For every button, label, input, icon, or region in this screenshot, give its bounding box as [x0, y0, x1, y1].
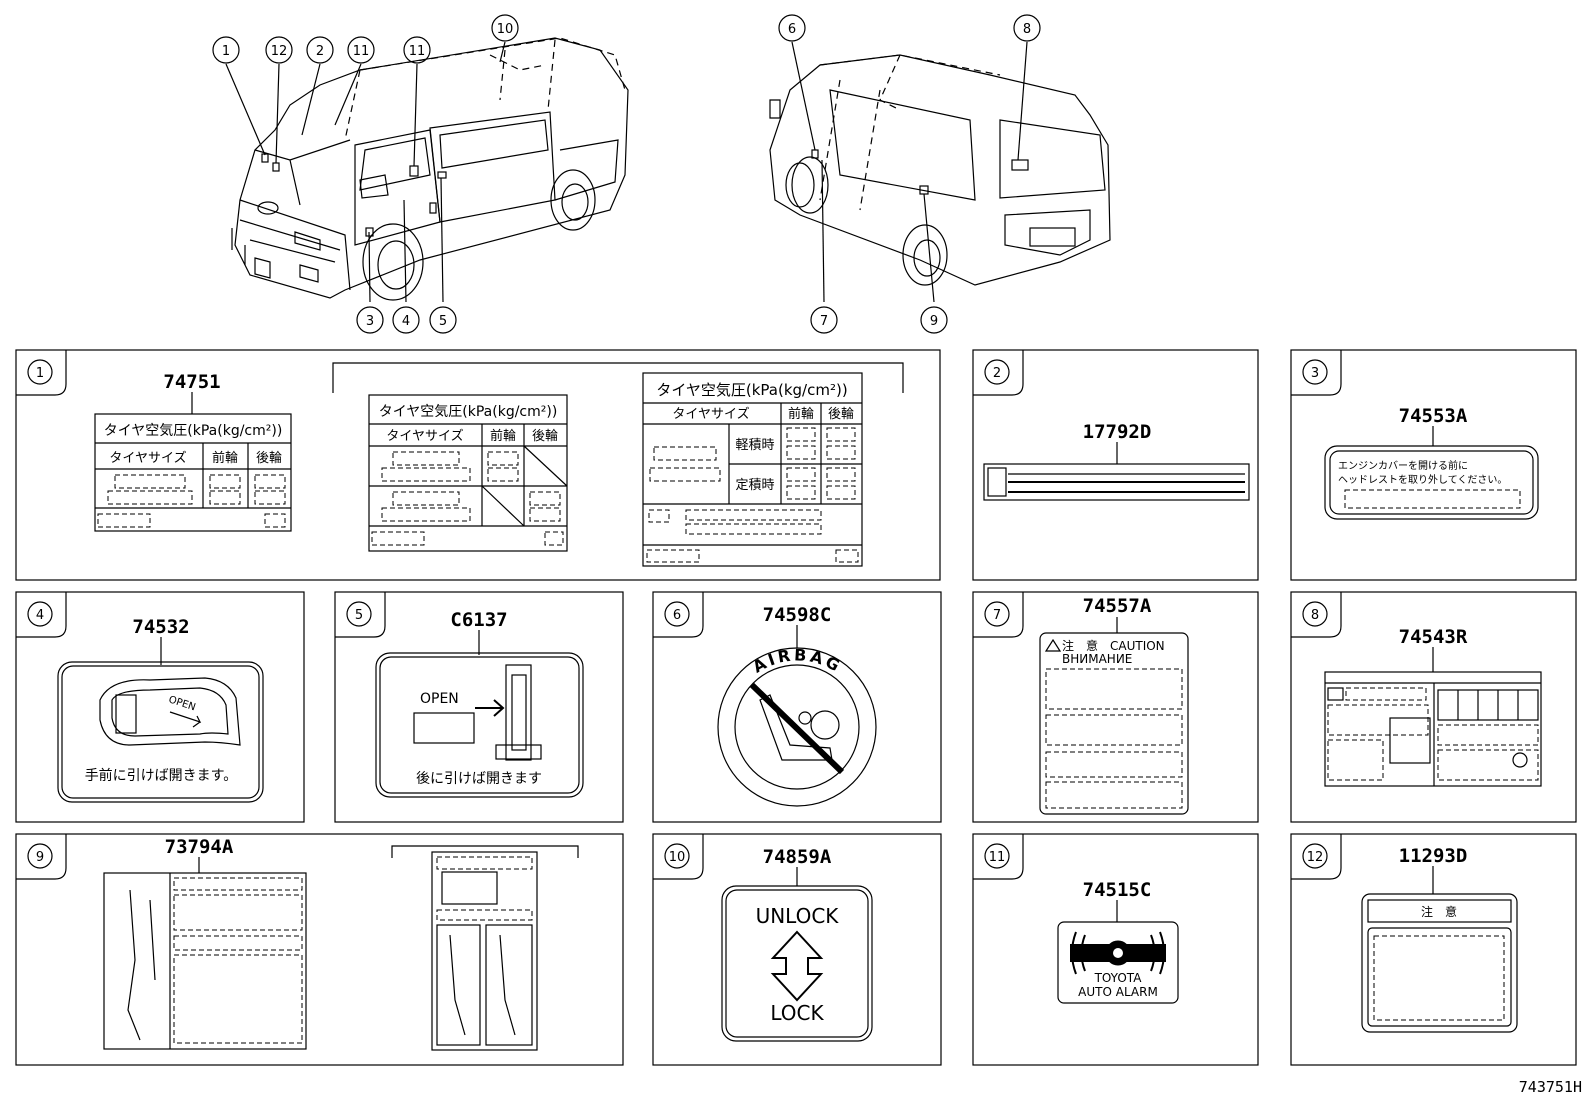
- label-4-caption: 手前に引けば開きます。: [85, 767, 238, 784]
- label-74543R: [1324, 647, 1542, 787]
- label-7-caution-line1: 注 意 CAUTION: [1062, 638, 1165, 653]
- tire-label-small-col-front: 前輪: [212, 450, 238, 466]
- tire-pressure-labels: タイヤ空気圧(kPa(kg/cm²)) タイヤサイズ 前輪 後輪 タイヤ空気圧(…: [94, 362, 904, 567]
- label-3-line1: エンジンカバーを開ける前に: [1338, 459, 1468, 472]
- callout-3: 3: [366, 314, 374, 329]
- part-number-74553A: 74553A: [1399, 405, 1468, 427]
- callout-11b: 11: [409, 44, 426, 59]
- diagram-id: 743751H: [1519, 1078, 1582, 1096]
- callout-8: 8: [1023, 22, 1031, 37]
- label-12-title: 注 意: [1421, 904, 1457, 919]
- tire-label-medium-col-front: 前輪: [490, 428, 516, 444]
- callout-7: 7: [820, 314, 828, 329]
- part-number-74557A: 74557A: [1083, 595, 1152, 617]
- panel-num-1: 1: [36, 366, 44, 381]
- tire-label-large-row-light: 軽積時: [735, 438, 774, 453]
- panel-num-5: 5: [355, 608, 363, 623]
- label-11-line1: TOYOTA: [1094, 971, 1143, 985]
- panel-num-7: 7: [993, 608, 1001, 623]
- tire-label-small-col-size: タイヤサイズ: [109, 450, 186, 466]
- part-number-C6137: C6137: [450, 609, 507, 631]
- tire-label-medium-col-size: タイヤサイズ: [386, 428, 463, 444]
- callout-10: 10: [497, 22, 514, 37]
- part-number-73794A: 73794A: [165, 836, 234, 858]
- label-74598C: AIRBAG: [717, 625, 877, 807]
- panel-number-tabs: 1 2 3 4 5 6 7 8 9 10 11 12: [16, 350, 1342, 880]
- part-number-11293D: 11293D: [1399, 845, 1468, 867]
- callout-2: 2: [316, 44, 324, 59]
- label-11-line2: AUTO ALARM: [1078, 985, 1158, 999]
- label-73794A: [103, 845, 579, 1051]
- label-5-open-text: OPEN: [420, 691, 459, 707]
- label-C6137: OPEN 後に引けば開きます: [375, 630, 584, 798]
- van-rear-view: [769, 54, 1111, 286]
- overview-callouts: 1 12 2 11 11 10 3 4 5 6 8 7 9: [212, 14, 1041, 334]
- label-74557A: 注 意 CAUTION ВНИМАНИЕ: [1039, 617, 1189, 815]
- part-number-74598C: 74598C: [763, 604, 832, 626]
- part-number-74751: 74751: [163, 371, 220, 393]
- part-number-74515C: 74515C: [1083, 879, 1152, 901]
- panel-num-3: 3: [1311, 366, 1319, 381]
- panel-num-10: 10: [669, 850, 686, 865]
- panel-frames: [15, 349, 1577, 1066]
- callout-5: 5: [439, 314, 447, 329]
- label-74532: OPEN 手前に引けば開きます。: [57, 637, 264, 803]
- part-number-74532: 74532: [132, 616, 189, 638]
- panel-num-6: 6: [673, 608, 681, 623]
- callout-6: 6: [788, 22, 796, 37]
- callout-4: 4: [402, 314, 410, 329]
- tire-label-large-col-rear: 後輪: [828, 406, 854, 422]
- part-number-74859A: 74859A: [763, 846, 832, 868]
- overview-leader-lines: [225, 41, 1028, 303]
- part-number-74543R: 74543R: [1399, 626, 1468, 648]
- label-74553A: エンジンカバーを開ける前に ヘッドレストを取り外してください。: [1324, 426, 1539, 520]
- label-4-open-text: OPEN: [167, 694, 197, 713]
- tire-label-large-title: タイヤ空気圧(kPa(kg/cm²)): [656, 381, 847, 399]
- label-10-unlock: UNLOCK: [756, 904, 840, 928]
- panel-num-8: 8: [1311, 608, 1319, 623]
- callout-11a: 11: [353, 44, 370, 59]
- panel-num-2: 2: [993, 366, 1001, 381]
- label-17792D: [983, 442, 1250, 501]
- tire-label-medium-title: タイヤ空気圧(kPa(kg/cm²)): [379, 404, 558, 420]
- van-front-view: [231, 37, 629, 301]
- label-5-caption: 後に引けば開きます: [416, 771, 542, 787]
- panel-num-4: 4: [36, 608, 44, 623]
- label-74859A: UNLOCK LOCK: [721, 867, 873, 1042]
- tire-label-small-title: タイヤ空気圧(kPa(kg/cm²)): [104, 423, 283, 439]
- part-number-17792D: 17792D: [1083, 421, 1152, 443]
- part-numbers: 74751 17792D 74553A 74532 C6137 74598C 7…: [132, 371, 1467, 901]
- label-6-airbag-text: AIRBAG: [749, 645, 845, 676]
- tire-label-large-row-full: 定積時: [735, 478, 774, 493]
- tire-label-large-col-front: 前輪: [788, 406, 814, 422]
- label-11293D: 注 意: [1361, 866, 1518, 1033]
- callout-9: 9: [930, 314, 938, 329]
- tire-label-small-col-rear: 後輪: [256, 450, 282, 466]
- label-10-lock: LOCK: [770, 1001, 824, 1025]
- tire-label-medium-col-rear: 後輪: [532, 428, 558, 444]
- label-3-line2: ヘッドレストを取り外してください。: [1338, 474, 1507, 486]
- label-74515C: TOYOTA AUTO ALARM: [1057, 900, 1179, 1004]
- callout-12: 12: [271, 44, 288, 59]
- label-7-caution-line2: ВНИМАНИЕ: [1062, 652, 1132, 666]
- tire-label-large-col-size: タイヤサイズ: [672, 406, 749, 422]
- panel-num-12: 12: [1307, 850, 1324, 865]
- panel-num-9: 9: [36, 850, 44, 865]
- callout-1: 1: [222, 44, 230, 59]
- panel-num-11: 11: [989, 850, 1006, 865]
